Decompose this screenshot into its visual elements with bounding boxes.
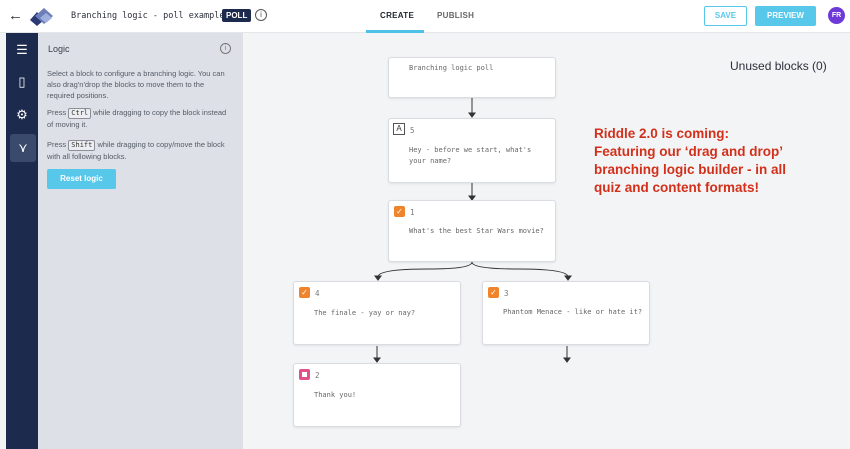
block-text: Hey - before we start, what's your name? (409, 146, 532, 165)
checkbox-icon: ✓ (299, 287, 310, 298)
top-bar: ← Branching logic - poll example POLL i … (0, 0, 850, 33)
document-title: Branching logic - poll example (71, 11, 225, 21)
checkbox-icon: ✓ (488, 287, 499, 298)
tab-create[interactable]: CREATE (380, 11, 415, 20)
tab-publish[interactable]: PUBLISH (437, 11, 475, 20)
block-2[interactable]: 2 Thank you! (293, 363, 461, 427)
info-icon[interactable]: i (255, 9, 267, 21)
list-icon[interactable]: ☰ (16, 42, 28, 57)
ctrl-suffix: while dragging to copy the block instead… (47, 108, 227, 129)
shift-key: Shift (68, 140, 96, 151)
gear-icon[interactable]: ⚙ (16, 107, 28, 122)
block-number: 1 (410, 208, 415, 217)
riddle-logo (30, 8, 53, 26)
left-rail: ☰ ▯ ⚙ ⋎ (6, 33, 38, 449)
block-text: The finale - yay or nay? (314, 309, 416, 317)
logic-panel: Logic i Select a block to configure a br… (38, 33, 243, 449)
panel-intro: Select a block to configure a branching … (47, 69, 225, 100)
block-number: 5 (410, 126, 415, 135)
block-number: 4 (315, 289, 320, 298)
logic-canvas[interactable]: Branching logic poll A 5 Hey - before we… (243, 33, 850, 449)
block-4[interactable]: ✓ 4 The finale - yay or nay? (293, 281, 461, 345)
block-1[interactable]: ✓ 1 What's the best Star Wars movie? (388, 200, 556, 262)
block-text: Phantom Menace - like or hate it? (503, 308, 643, 316)
panel-shift-hint: Press Shift while dragging to copy/move … (47, 139, 233, 162)
shift-prefix: Press (47, 140, 67, 149)
reset-logic-button[interactable]: Reset logic (47, 169, 116, 189)
shift-suffix: while dragging to copy/move the block wi… (47, 140, 225, 161)
checkbox-icon: ✓ (394, 206, 405, 217)
panel-info-icon[interactable]: i (220, 43, 231, 54)
block-number: 3 (504, 289, 509, 298)
format-badge: POLL (222, 9, 252, 22)
ctrl-key: Ctrl (68, 108, 92, 119)
user-avatar[interactable]: FR (828, 7, 845, 24)
branch-icon[interactable]: ⋎ (10, 134, 36, 162)
block-text: Branching logic poll (409, 64, 494, 72)
block-3[interactable]: ✓ 3 Phantom Menace - like or hate it? (482, 281, 650, 345)
save-button[interactable]: SAVE (704, 6, 747, 26)
block-connectors (373, 98, 572, 363)
block-text: What's the best Star Wars movie? (409, 227, 544, 235)
preview-button[interactable]: PREVIEW (755, 6, 816, 26)
block-start[interactable]: Branching logic poll (388, 57, 556, 98)
unused-blocks-label[interactable]: Unused blocks (0) (730, 59, 827, 73)
ctrl-prefix: Press (47, 108, 67, 117)
block-5[interactable]: A 5 Hey - before we start, what's your n… (388, 118, 556, 183)
back-arrow-icon[interactable]: ← (8, 7, 23, 24)
panel-title: Logic (48, 44, 70, 54)
active-tab-indicator (366, 30, 424, 33)
block-number: 2 (315, 371, 320, 380)
panel-ctrl-hint: Press Ctrl while dragging to copy the bl… (47, 107, 233, 130)
promo-text: Riddle 2.0 is coming: Featuring our ‘dra… (594, 126, 787, 195)
end-block-icon (299, 369, 310, 380)
text-question-icon: A (393, 123, 405, 135)
block-text: Thank you! (314, 391, 357, 399)
layout-icon[interactable]: ▯ (18, 74, 26, 89)
